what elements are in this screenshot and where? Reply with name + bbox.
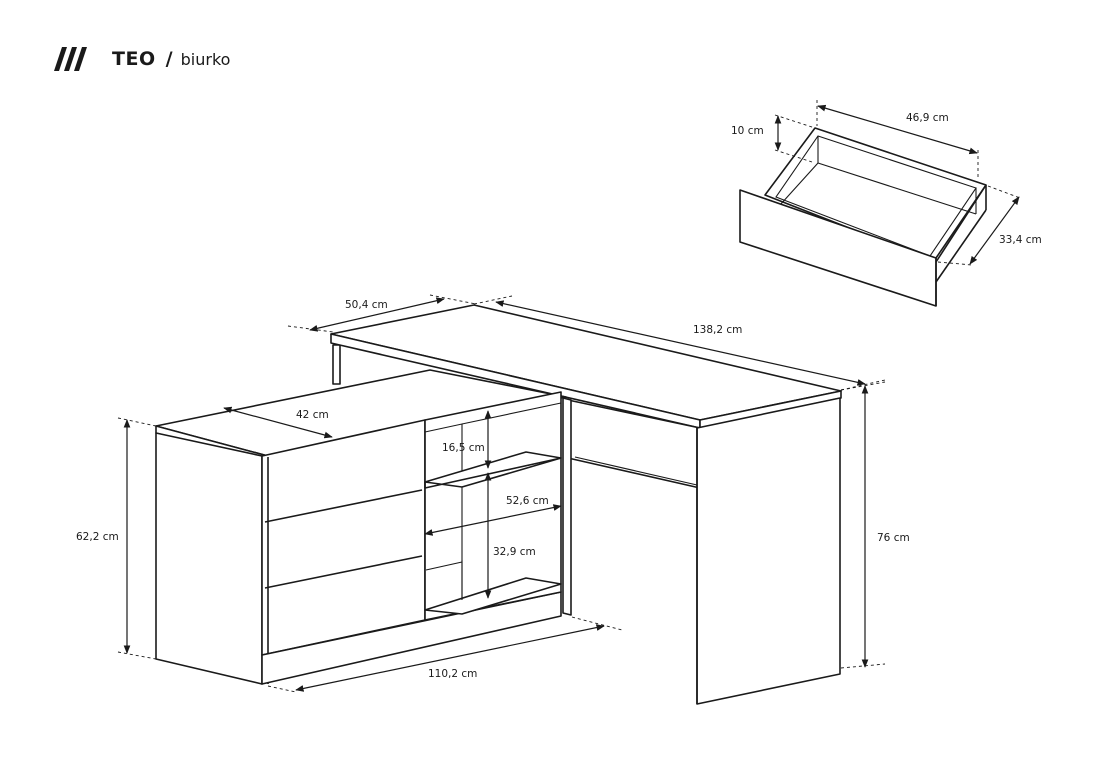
shelf-gap-upper-label: 16,5 cm [442, 442, 485, 454]
shelf-gap-lower-label: 32,9 cm [493, 546, 536, 558]
drawer-width-label: 46,9 cm [906, 112, 949, 124]
title-separator: / [165, 48, 173, 70]
drawer-depth-label: 33,4 cm [999, 234, 1042, 246]
drawer-dimensions: 46,9 cm 10 cm 33,4 cm [731, 100, 1042, 266]
cabinet-depth-label: 42 cm [296, 409, 329, 421]
desk-illustration [155, 304, 842, 705]
drawer-illustration [739, 127, 987, 307]
product-name: TEO [112, 48, 156, 70]
brand-slashes-logo [54, 47, 87, 71]
page-title: TEO / biurko [112, 46, 230, 73]
shelf-width-label: 52,6 cm [506, 495, 549, 507]
header: TEO / biurko [48, 44, 230, 74]
top-length-label: 138,2 cm [693, 324, 742, 336]
cabinet-length-label: 110,2 cm [428, 668, 477, 680]
desk-dimensions: 50,4 cm 138,2 cm 42 cm 16,5 cm 52,6 cm 3… [76, 294, 910, 693]
cabinet-height-label: 62,2 cm [76, 531, 119, 543]
product-type: biurko [180, 50, 231, 69]
top-return-depth-label: 50,4 cm [345, 299, 388, 311]
drawer-height-label: 10 cm [731, 125, 764, 137]
desk-height-label: 76 cm [877, 532, 910, 544]
